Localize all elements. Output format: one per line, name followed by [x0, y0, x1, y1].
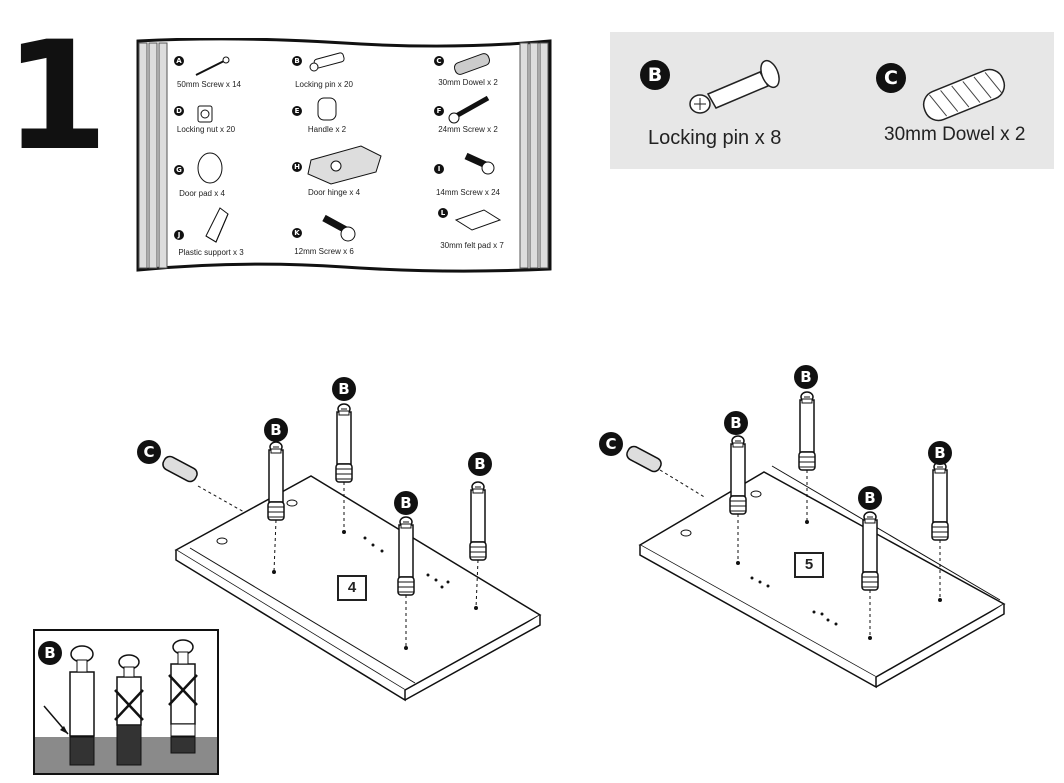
part-badge-b: B [292, 56, 302, 66]
plastic-support-icon [205, 207, 229, 243]
part-label-l: 30mm felt pad x 7 [440, 241, 504, 250]
part-label-c: 30mm Dowel x 2 [438, 78, 498, 87]
badge-b-left-4: B [468, 452, 492, 476]
part-label-k: 12mm Screw x 6 [294, 247, 354, 256]
locking-pin-2 [335, 403, 353, 483]
highlight-label-dowel: 30mm Dowel x 2 [884, 124, 1026, 145]
part-badge-k: K [292, 228, 302, 238]
step-parts-highlight: B Locking pin x 8 C 30mm Dowel x 2 [610, 32, 1054, 169]
locking-pin-large-icon [689, 59, 780, 114]
badge-b-left-1: B [264, 418, 288, 442]
step-number: 1 [4, 10, 108, 184]
locking-nut-icon [197, 105, 213, 123]
pin-wrong-tall-icon [168, 639, 198, 754]
dowel-large-icon [922, 68, 1006, 122]
locking-pin-3 [397, 516, 415, 596]
part-badge-h: H [292, 162, 302, 172]
part-label-f: 24mm Screw x 2 [438, 125, 498, 134]
highlight-badge-c: C [876, 63, 906, 93]
part-label-j: Plastic support x 3 [178, 248, 244, 257]
part-badge-i: I [434, 164, 444, 174]
part-badge-d: D [174, 106, 184, 116]
screw-50mm-icon [195, 56, 230, 76]
dowel-icon [453, 53, 491, 75]
parts-inventory: A 50mm Screw x 14 B Locking pin x 20 C 3… [136, 37, 552, 273]
screw-24mm-icon [448, 95, 490, 124]
pin-wrong-short-icon [114, 654, 144, 766]
felt-pad-icon [454, 209, 502, 231]
part-label-i: 14mm Screw x 24 [435, 188, 501, 197]
dowel-right [626, 445, 662, 473]
part-badge-a: A [174, 56, 184, 66]
panel-number-5: 5 [794, 552, 824, 578]
part-label-d: Locking nut x 20 [176, 125, 236, 134]
part-badge-c: C [434, 56, 444, 66]
part-badge-g: G [174, 165, 184, 175]
locking-pin-7 [861, 511, 879, 591]
locking-pin-8 [931, 461, 949, 541]
locking-pin-1 [267, 441, 285, 521]
part-badge-e: E [292, 106, 302, 116]
badge-c-right: C [599, 432, 623, 456]
part-label-a: 50mm Screw x 14 [176, 80, 242, 89]
part-label-h: Door hinge x 4 [307, 188, 361, 197]
locking-pin-icon [309, 52, 345, 72]
pin-correct-icon [43, 645, 95, 766]
part-badge-j: J [174, 230, 184, 240]
part-badge-l: L [438, 208, 448, 218]
badge-b-right-3: B [858, 486, 882, 510]
screw-14mm-icon [464, 152, 495, 175]
badge-b-left-2: B [332, 377, 356, 401]
highlight-illustrations [689, 59, 1006, 122]
part-label-g: Door pad x 4 [179, 189, 225, 198]
highlight-badge-b: B [640, 60, 670, 90]
panel-4-guide-lines [197, 482, 479, 648]
part-label-e: Handle x 2 [307, 125, 347, 134]
panel-5-guide-lines [659, 469, 941, 638]
badge-c-left: C [137, 440, 161, 464]
handle-icon [317, 97, 337, 121]
badge-b-right-2: B [794, 365, 818, 389]
part-badge-f: F [434, 106, 444, 116]
panel-number-4: 4 [337, 575, 367, 601]
highlight-label-locking-pin: Locking pin x 8 [648, 127, 782, 149]
badge-b-right-1: B [724, 411, 748, 435]
part-label-b: Locking pin x 20 [295, 80, 353, 89]
door-pad-icon [197, 152, 223, 184]
badge-b-right-4: B [928, 441, 952, 465]
screw-12mm-icon [322, 214, 356, 242]
locking-pin-6 [798, 391, 816, 471]
door-hinge-icon [307, 145, 382, 185]
locking-pin-5 [729, 435, 747, 515]
detail-badge-b: B [38, 641, 62, 665]
badge-b-left-3: B [394, 491, 418, 515]
pin-depth-detail [33, 629, 219, 775]
locking-pin-4 [469, 481, 487, 561]
dowel-left [162, 455, 198, 483]
